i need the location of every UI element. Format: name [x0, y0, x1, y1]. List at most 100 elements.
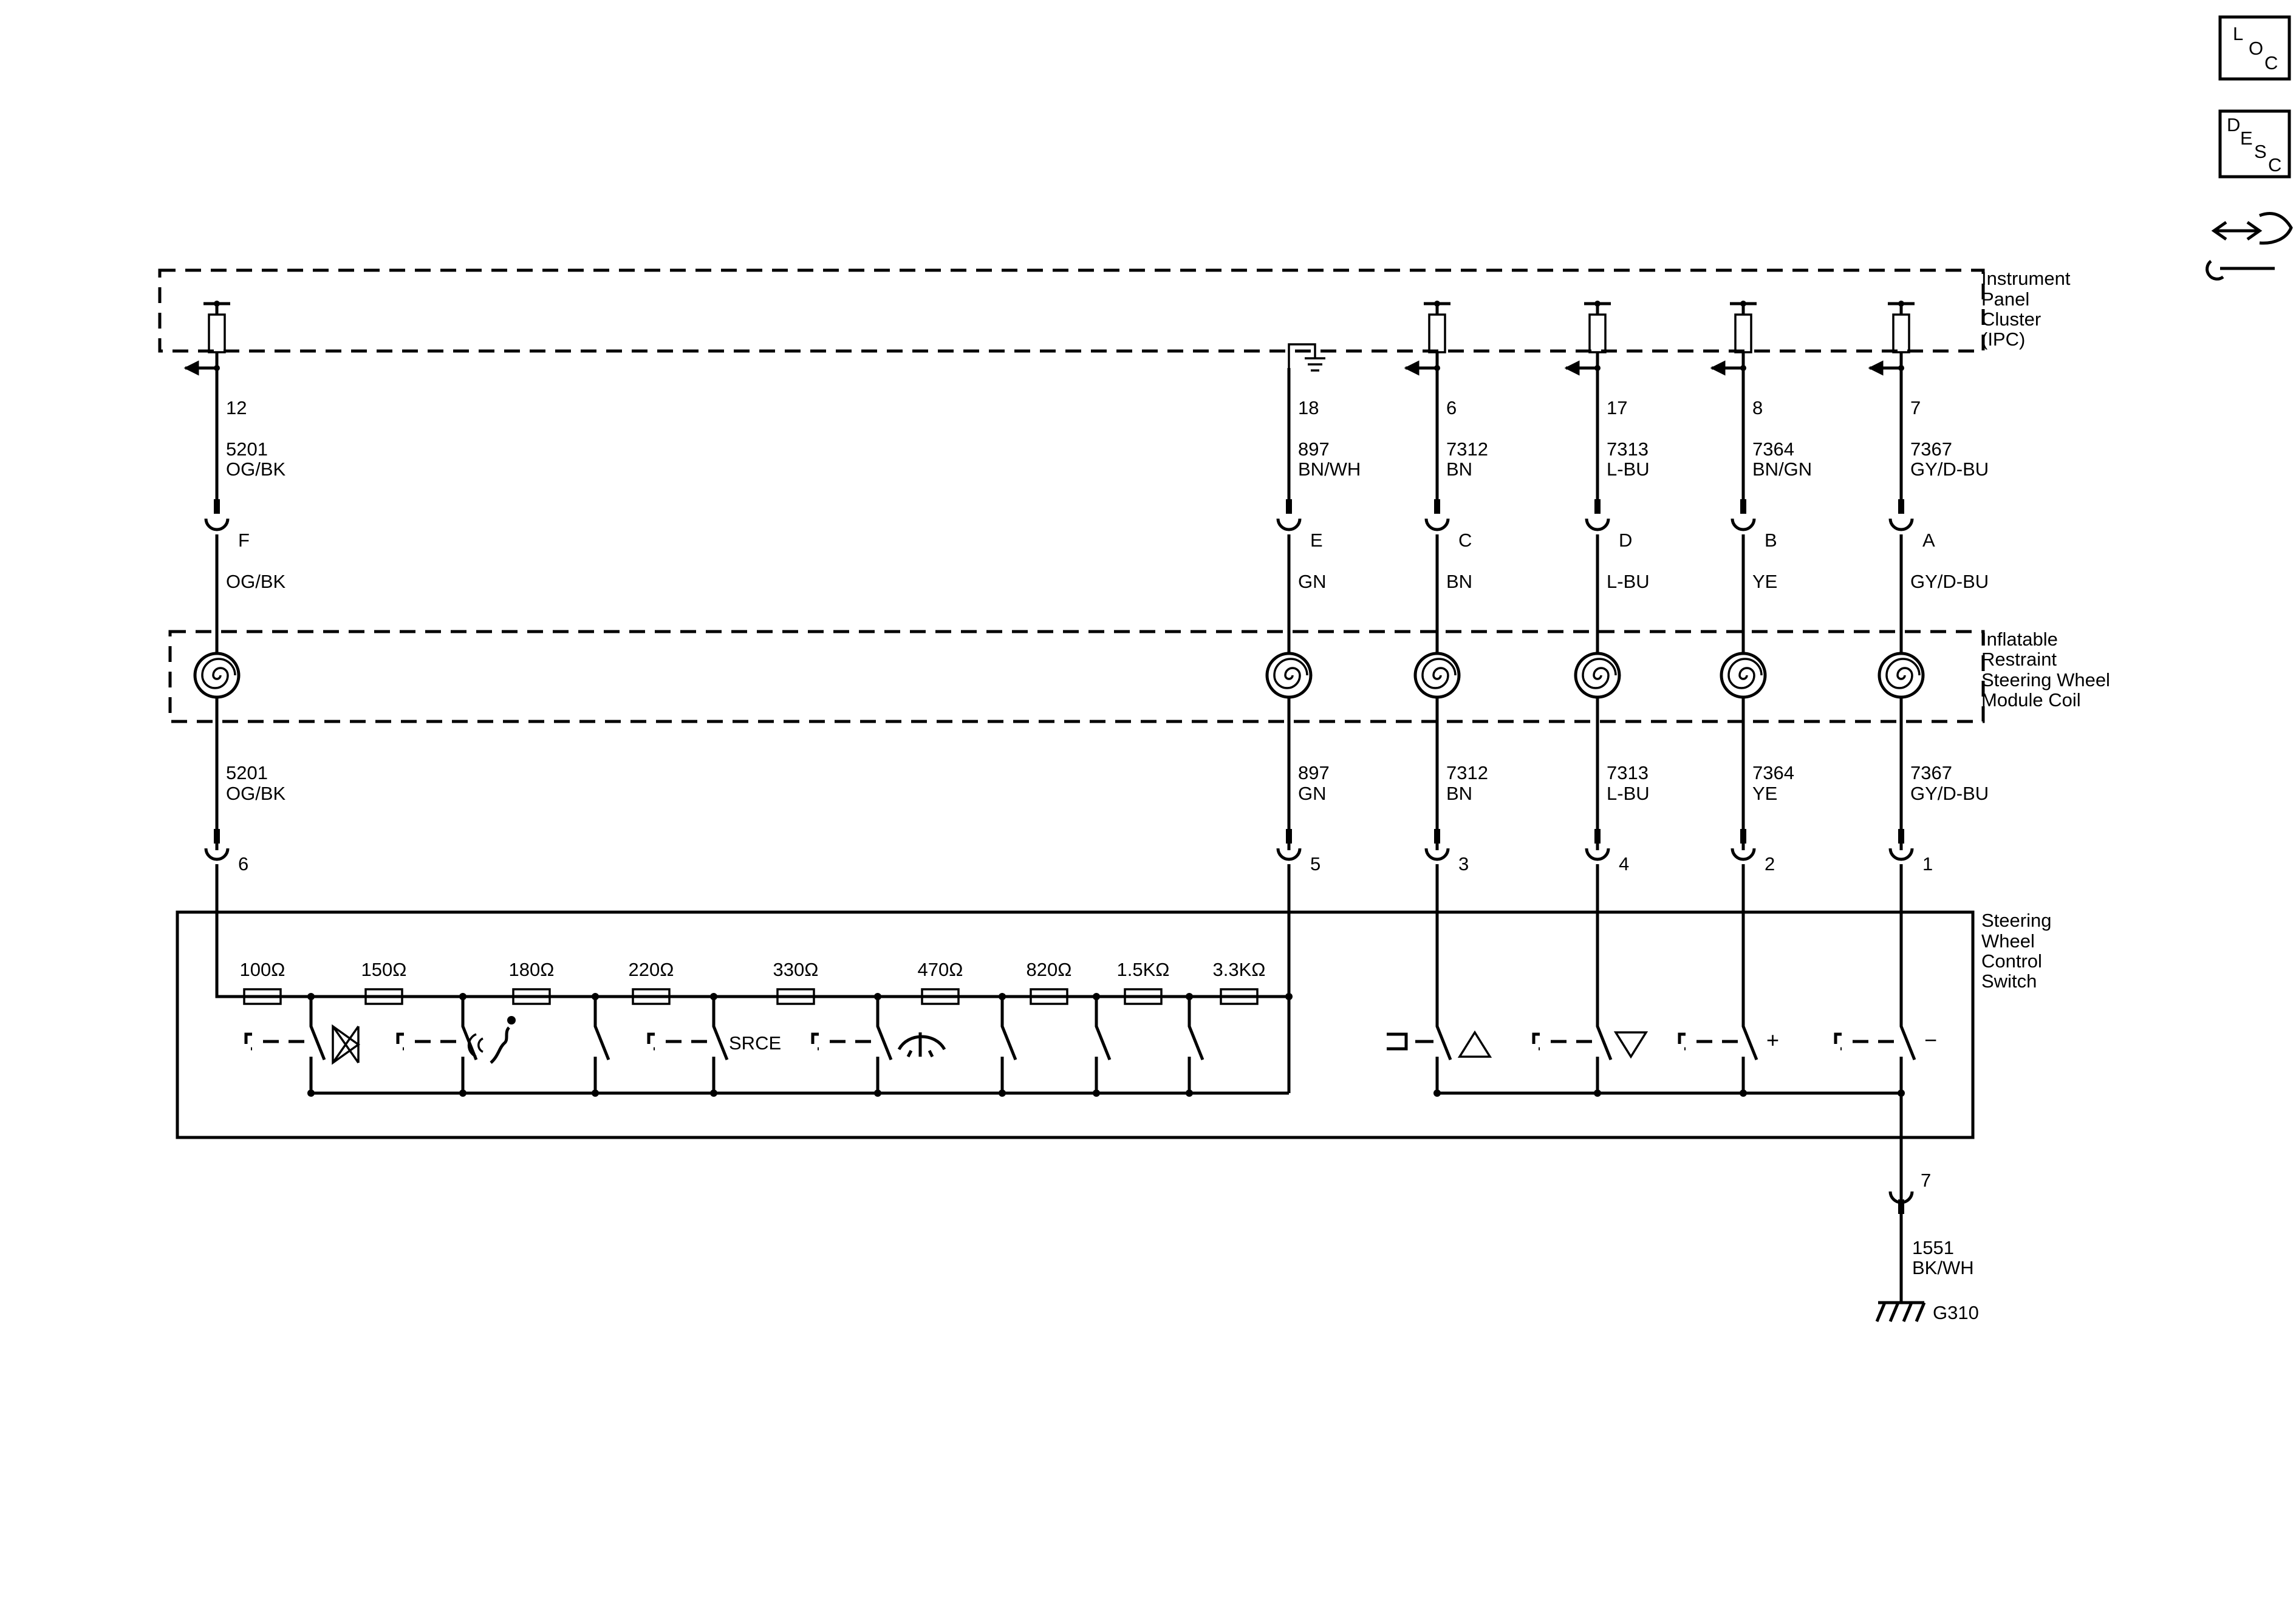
svg-text:Instrument: Instrument: [1981, 268, 2071, 289]
wire-color-bottom: L-BU: [1607, 783, 1650, 804]
wire-color-top: OG/BK: [226, 459, 286, 480]
ipc-pin-7: 7: [1910, 397, 1921, 418]
switch-pin-4: 4: [1619, 853, 1629, 874]
connector-repair-icon[interactable]: [2205, 212, 2293, 281]
minus-label: −: [1924, 1028, 1937, 1052]
resistor-6: [1030, 988, 1068, 1005]
inline-wire-color: BN: [1446, 571, 1472, 592]
wire-color-bottom: GN: [1298, 783, 1327, 804]
wire-color-top: BN/GN: [1752, 459, 1812, 480]
svg-text:Cluster: Cluster: [1981, 309, 2041, 330]
ground-color-label: BK/WH: [1912, 1257, 1974, 1278]
clockspring-coil-B: [1720, 652, 1767, 699]
ipc-resistor-17: [1588, 313, 1607, 353]
wire-color-bottom: YE: [1752, 783, 1777, 804]
circuit-number-bottom: 7312: [1446, 762, 1488, 783]
ground-circuit-label: 1551: [1912, 1237, 1954, 1258]
inline-wire-color: L-BU: [1607, 571, 1650, 592]
resistor-2: [512, 988, 551, 1005]
clockspring-coil-F: [193, 652, 241, 699]
wire-color-bottom: OG/BK: [226, 783, 286, 804]
actuator-right-0: [1532, 1032, 1594, 1051]
ipc-pin-8: 8: [1752, 397, 1763, 418]
svg-text:Steering Wheel: Steering Wheel: [1981, 669, 2110, 690]
ipc-box: [158, 268, 1985, 353]
loc-letter-c: C: [2264, 52, 2278, 73]
switch-connector-4: [1585, 829, 1610, 861]
ipc-ground-symbol: [1288, 343, 1325, 372]
inline-pin-F: F: [238, 530, 250, 551]
voice-icon: [467, 1016, 516, 1064]
up-arrow-icon: [1457, 1030, 1492, 1058]
wire-color-top: BN: [1446, 459, 1472, 480]
inline-pin-B: B: [1765, 530, 1777, 551]
wire-color-top: GY/D-BU: [1910, 459, 1989, 480]
resistor-1: [364, 988, 403, 1005]
switch-pin-1: 1: [1922, 853, 1933, 874]
circuit-number-top: 897: [1298, 438, 1330, 460]
switch-connector-1: [1888, 829, 1914, 861]
inline-connector-C: [1424, 499, 1450, 531]
switch-pin-2: 2: [1765, 853, 1775, 874]
resistor-3: [632, 988, 671, 1005]
circuit-number-bottom: 897: [1298, 762, 1330, 783]
switch-box: [176, 910, 1975, 1139]
desc-icon[interactable]: D E S C: [2218, 109, 2291, 179]
ipc-resistor-12: [208, 313, 226, 353]
right-switch-2: [1740, 923, 1758, 1097]
inline-pin-C: C: [1458, 530, 1472, 551]
circuit-number-bottom: 7313: [1607, 762, 1649, 783]
ipc-resistor-8: [1734, 313, 1752, 353]
actuator-right-2: [1834, 1032, 1898, 1051]
wire-color-top: L-BU: [1607, 459, 1650, 480]
inline-pin-A: A: [1922, 530, 1935, 551]
phone-end-icon: [897, 1032, 946, 1058]
ground-g310: 7 1551 BK/WH G310: [1875, 1093, 1979, 1323]
ipc-resistor-6: [1428, 313, 1446, 353]
inline-wire-color: GN: [1298, 571, 1327, 592]
inline-pin-E: E: [1310, 530, 1323, 551]
resistor-value-8: 3.3KΩ: [1213, 959, 1266, 980]
loc-icon[interactable]: L O C: [2218, 15, 2291, 81]
resistor-value-4: 330Ω: [773, 959, 819, 980]
resistor-value-3: 220Ω: [629, 959, 674, 980]
inline-pin-D: D: [1619, 530, 1632, 551]
circuit-number-top: 7367: [1910, 438, 1952, 460]
circuit-number-bottom: 5201: [226, 762, 268, 783]
ipc-pin-18: 18: [1298, 397, 1319, 418]
clockspring-coil-D: [1574, 652, 1621, 699]
circuit-number-top: 7312: [1446, 438, 1488, 460]
resistor-value-6: 820Ω: [1027, 959, 1072, 980]
svg-text:Control: Control: [1981, 950, 2042, 972]
ipc-pin-17: 17: [1607, 397, 1627, 418]
desc-letter-s: S: [2254, 141, 2267, 162]
actuator-up: [1387, 1032, 1433, 1051]
svg-text:Restraint: Restraint: [1981, 649, 2057, 670]
actuator-3: [811, 1032, 875, 1051]
resistor-0: [243, 988, 282, 1005]
coil-box: [168, 630, 1985, 723]
wire-color-bottom: BN: [1446, 783, 1472, 804]
inline-connector-D: [1585, 499, 1610, 531]
resistor-value-0: 100Ω: [240, 959, 285, 980]
loc-letter-l: L: [2233, 23, 2243, 44]
switch-pin-5: 5: [1310, 853, 1321, 874]
resistor-7: [1124, 988, 1163, 1005]
clockspring-coil-C: [1413, 652, 1461, 699]
actuator-right-1: [1678, 1032, 1740, 1051]
coil-label: Inflatable Restraint Steering Wheel Modu…: [1981, 629, 2110, 711]
switch-contact-4: [874, 997, 893, 1097]
inline-connector-E: [1276, 499, 1302, 531]
svg-text:Wheel: Wheel: [1981, 930, 2035, 952]
switch-contact-3: [710, 997, 729, 1097]
circuit-number-top: 7364: [1752, 438, 1794, 460]
desc-letter-d: D: [2227, 114, 2240, 135]
svg-text:Steering: Steering: [1981, 910, 2051, 931]
resistor-value-2: 180Ω: [509, 959, 555, 980]
ipc-resistor-7: [1892, 313, 1910, 353]
switch-contact-0: [307, 997, 326, 1097]
